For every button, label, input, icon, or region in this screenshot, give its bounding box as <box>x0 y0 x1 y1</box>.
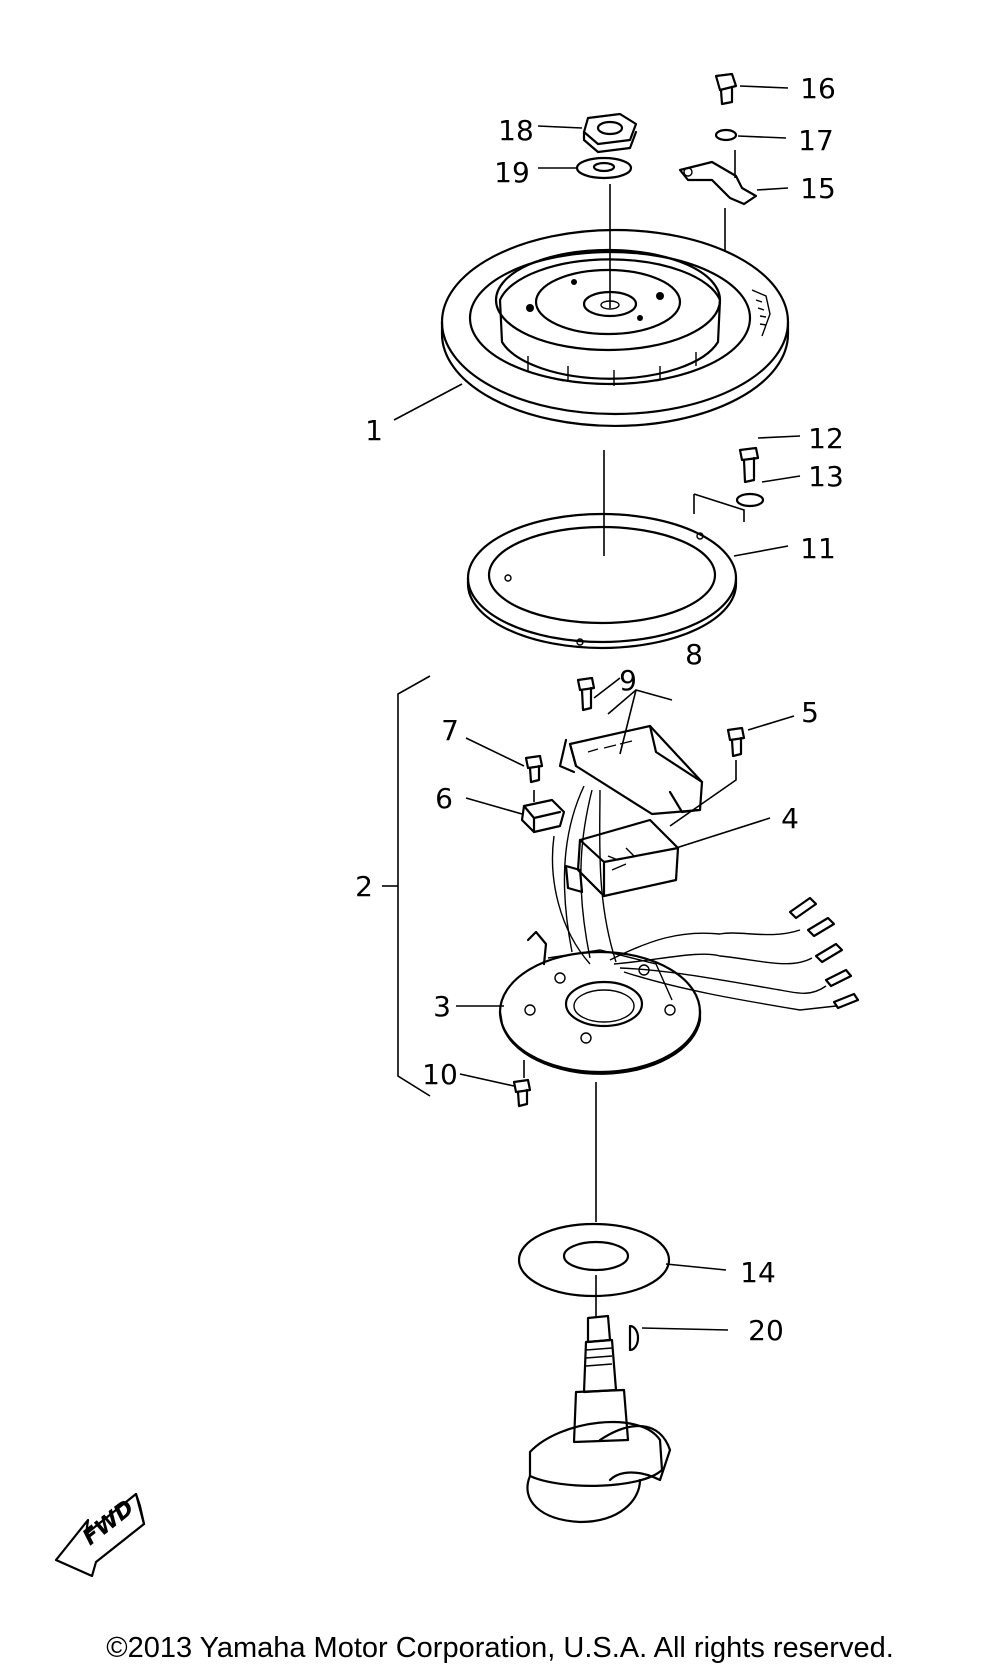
part-16-bolt <box>714 72 738 106</box>
callout-16: 16 <box>800 72 836 105</box>
callout-2: 2 <box>355 870 373 903</box>
callout-5: 5 <box>801 696 819 729</box>
alignment-lines <box>523 184 745 1318</box>
callout-20: 20 <box>748 1314 784 1347</box>
forward-arrow-icon: FWD <box>54 1492 146 1578</box>
part-13-washer <box>735 492 765 508</box>
callout-12: 12 <box>808 422 844 455</box>
part-18-nut <box>582 112 638 154</box>
callout-18: 18 <box>498 114 534 147</box>
part-5-screw <box>726 726 746 758</box>
callout-17: 17 <box>798 124 834 157</box>
callout-7: 7 <box>441 714 459 747</box>
leader-lines <box>382 85 801 1331</box>
callout-3: 3 <box>433 990 451 1023</box>
crankshaft <box>526 1314 672 1524</box>
callout-1: 1 <box>365 414 383 447</box>
part-3-base-plate <box>498 930 702 1075</box>
callout-15: 15 <box>800 172 836 205</box>
callout-10: 10 <box>422 1058 458 1091</box>
part-11-ring <box>466 512 738 650</box>
part-14-plate <box>517 1222 671 1298</box>
callout-6: 6 <box>435 782 453 815</box>
callout-14: 14 <box>740 1256 776 1289</box>
part-1-flywheel <box>440 228 790 428</box>
part-20-key <box>628 1324 640 1352</box>
callout-9: 9 <box>619 664 637 697</box>
callout-11: 11 <box>800 532 836 565</box>
fwd-label: FWD <box>78 1496 139 1551</box>
part-7-screw <box>524 754 544 784</box>
part-4-pulser-coil <box>564 818 680 898</box>
callout-labels: 1 2 3 4 5 6 7 8 9 10 11 12 13 14 15 16 1… <box>355 72 844 1347</box>
callout-13: 13 <box>808 460 844 493</box>
wire-harness <box>551 785 860 1011</box>
callout-8: 8 <box>685 638 703 671</box>
part-19-washer <box>575 156 633 180</box>
part-8-charge-coil <box>558 724 704 816</box>
callout-19: 19 <box>494 156 530 189</box>
part-6-clamp <box>520 798 566 834</box>
part-17-washer <box>714 128 738 142</box>
copyright-notice: ©2013 Yamaha Motor Corporation, U.S.A. A… <box>106 1632 894 1664</box>
part-9-screw <box>576 676 596 712</box>
part-10-screw <box>512 1078 532 1108</box>
part-12-screw <box>738 446 760 484</box>
callout-4: 4 <box>781 802 799 835</box>
part-15-bracket <box>678 150 758 206</box>
